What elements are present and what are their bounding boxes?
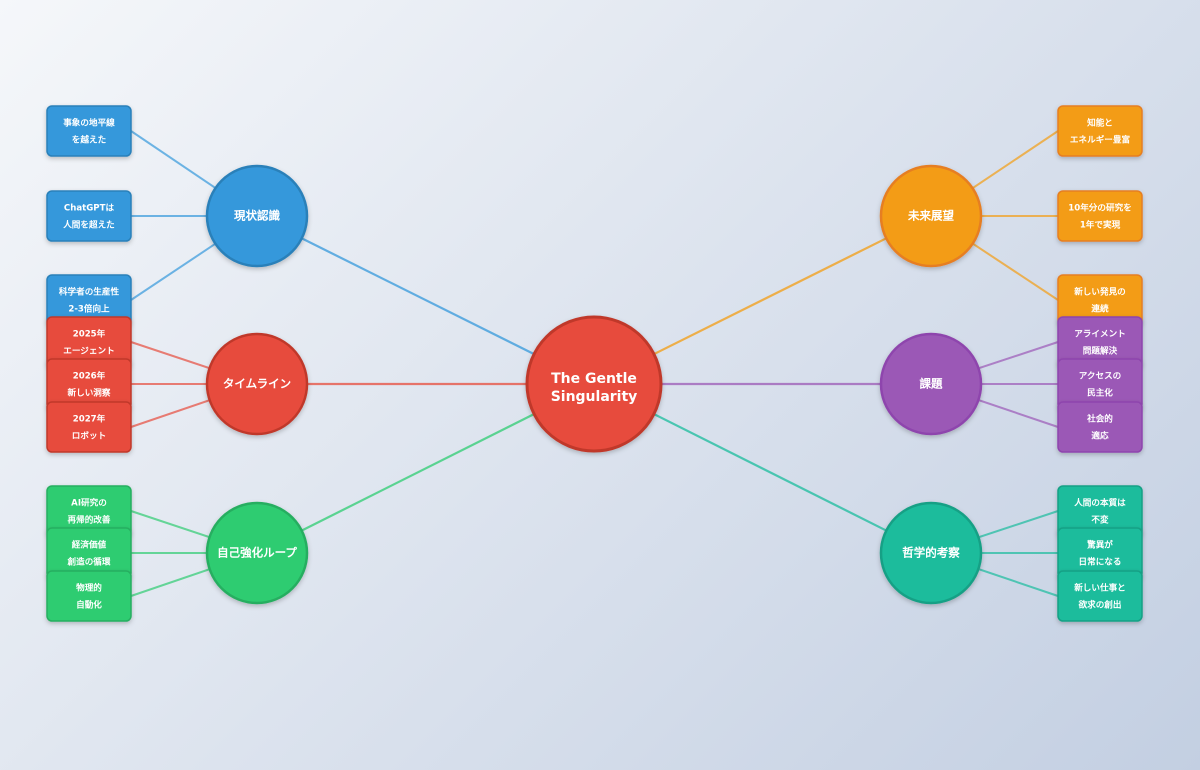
branch-circle[interactable] [205,501,309,605]
leaf-label-line-1: ChatGPTは [64,203,115,214]
leaf-label-line-1: 社会的 [1086,413,1113,425]
leaf-label-line-1: 事象の地平線 [63,117,115,129]
leaf-label-line-2: 創造の循環 [67,556,111,568]
leaf-box[interactable] [1057,190,1143,242]
branch-node-future[interactable]: 未来展望 [879,164,983,268]
branch-circle[interactable] [879,164,983,268]
leaf-label-line-1: 2025年 [73,328,106,340]
branch-label: 自己強化ループ [217,546,297,560]
leaf-label-line-2: 欲求の創出 [1078,599,1122,611]
branch-node-issues[interactable]: 課題 [879,332,983,436]
center-title-line-2: Singularity [551,389,638,405]
leaf-label-line-2: エネルギー豊富 [1070,134,1131,146]
leaf-label-line-1: 2026年 [73,370,106,382]
leaf-nodes: 事象の地平線を越えたChatGPTは人間を超えた科学者の生産性2-3倍向上202… [46,105,1143,622]
branch-node-genjo[interactable]: 現状認識 [205,164,309,268]
leaf-label-line-1: 科学者の生産性 [59,286,120,298]
leaf-label-line-2: 自動化 [76,599,102,611]
branch-label: 課題 [920,377,943,391]
leaf-label-line-2: 新しい洞察 [68,387,111,399]
branch-circle[interactable] [879,332,983,436]
leaf-label-line-1: 新しい発見の [1074,286,1126,298]
leaf-label-line-2: 不変 [1091,514,1109,526]
leaf-label-line-1: 10年分の研究を [1068,202,1132,214]
leaf-box[interactable] [1057,401,1143,453]
leaf-node-genjo-3[interactable]: 科学者の生産性 2-3倍向上 [46,274,132,326]
branch-label: タイムライン [223,377,291,391]
branch-circle[interactable] [879,501,983,605]
branch-label: 現状認識 [234,209,280,223]
branch-node-philosophy[interactable]: 哲学的考察 [879,501,983,605]
leaf-label-line-1: 物理的 [76,582,102,594]
leaf-label-line-2: 連続 [1091,303,1109,315]
leaf-label-line-1: 知能と [1086,117,1113,129]
leaf-label-line-2: 民主化 [1087,387,1113,399]
leaf-box[interactable] [1057,105,1143,157]
branch-label: 未来展望 [907,209,954,223]
leaf-box[interactable] [46,401,132,453]
leaf-label-line-1: アライメント [1074,329,1126,340]
branch-label: 哲学的考察 [902,546,960,560]
leaf-label-line-1: アクセスの [1079,371,1122,382]
leaf-label-line-1: 経済価値 [72,539,107,551]
leaf-box[interactable] [46,105,132,157]
leaf-label-line-2: ロボット [72,430,106,442]
leaf-box[interactable] [46,190,132,242]
leaf-label-line-1: 2027年 [73,413,106,425]
branch-node-loop[interactable]: 自己強化ループ [205,501,309,605]
leaf-box[interactable] [1057,570,1143,622]
branch-circle[interactable] [205,332,309,436]
leaf-label-line-1: 驚異が [1086,539,1113,551]
leaf-label-line-2: 再帰的改善 [68,514,111,526]
branch-node-timeline[interactable]: タイムライン [205,332,309,436]
center-node[interactable]: The Gentle Singularity [525,315,663,453]
leaf-label-line-1: 新しい仕事と [1074,582,1126,594]
center-circle[interactable] [525,315,663,453]
leaf-label-line-2: 日常になる [1079,556,1122,568]
leaf-label-line-2: 適応 [1091,430,1109,442]
leaf-label-line-2: エージェント [63,346,114,357]
leaf-label-line-2: 問題解決 [1083,345,1118,357]
leaf-label-line-2: 2-3倍向上 [68,303,110,315]
center-title-line-1: The Gentle [551,371,637,387]
branch-circle[interactable] [205,164,309,268]
leaf-label-line-2: を越えた [72,134,106,146]
leaf-box[interactable] [46,570,132,622]
leaf-label-line-1: AI研究の [71,497,107,509]
leaf-label-line-2: 1年で実現 [1080,219,1121,231]
leaf-label-line-1: 人間の本質は [1074,497,1126,509]
leaf-node-future-2[interactable]: 10年分の研究を 1年で実現 [1057,190,1143,242]
leaf-label-line-2: 人間を超えた [63,219,115,231]
